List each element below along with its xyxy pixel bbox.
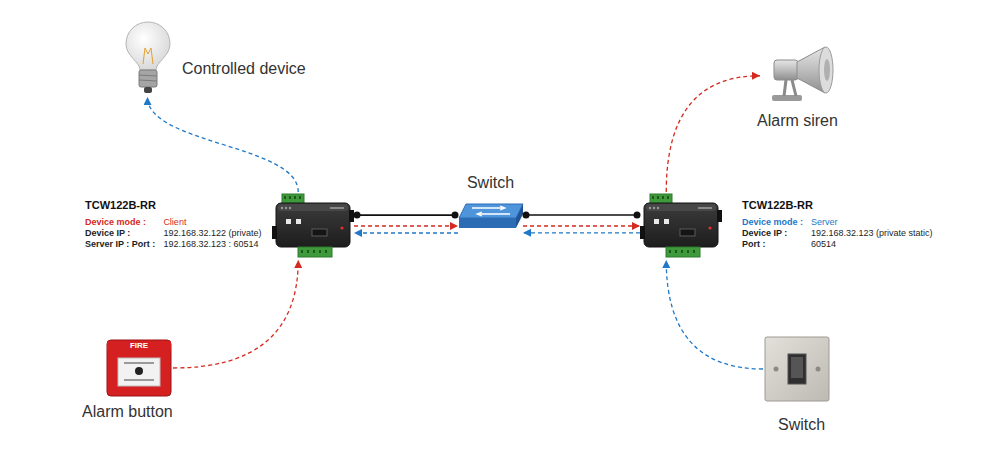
device-illustration <box>640 194 722 257</box>
field-value: 192.168.32.123 (private static) <box>811 228 933 238</box>
wall-switch-icon <box>765 337 829 401</box>
node-label: Switch <box>467 174 514 192</box>
field-name: Device mode : <box>85 217 146 227</box>
cable-end-dot <box>523 212 530 219</box>
server-device-node: TCW122B-RRDevice mode :ServerDevice IP :… <box>640 192 722 260</box>
field-value: 192.168.32.122 (private) <box>163 228 261 238</box>
connector-line <box>148 97 299 192</box>
signal-connector <box>666 76 760 192</box>
signal-connector <box>173 260 298 368</box>
connector-line <box>666 260 763 369</box>
field-value: 60514 <box>811 239 836 249</box>
node-label: Alarm button <box>82 403 173 421</box>
controlled-device-node: Controlled device <box>120 22 175 97</box>
device-illustration <box>272 194 354 257</box>
field-name: Port : <box>742 239 766 249</box>
connector-line <box>523 225 640 226</box>
wall-switch-node: Switch <box>763 335 831 403</box>
device-model-label: TCW122B-RR <box>742 199 813 212</box>
signal-connector <box>523 232 640 233</box>
connector-line <box>666 76 760 192</box>
field-name: Server IP : Port : <box>85 239 155 249</box>
fire-alarm-button-icon <box>107 340 171 396</box>
network-cable <box>523 212 641 219</box>
signal-connector <box>523 226 640 227</box>
light-bulb-icon <box>126 22 170 93</box>
cable-end-dot <box>354 212 361 219</box>
alarm-siren-icon <box>772 47 833 101</box>
field-value: Client <box>163 217 186 227</box>
cable-end-dot <box>634 212 641 219</box>
signal-connector <box>354 233 458 234</box>
node-label: Alarm siren <box>757 112 838 130</box>
connector-line <box>354 225 458 226</box>
field-name: Device IP : <box>742 228 787 238</box>
cable-end-dot <box>452 212 459 219</box>
network-switch-icon <box>459 204 523 228</box>
signal-connector <box>666 260 763 369</box>
field-value: 192.168.32.123 : 60514 <box>163 239 258 249</box>
connector-line <box>354 232 458 233</box>
device-model-label: TCW122B-RR <box>85 199 156 212</box>
network-cable <box>354 212 459 219</box>
fire-sign-text: FIRE <box>107 341 171 350</box>
connector-line <box>523 232 640 233</box>
field-value: Server <box>811 217 838 227</box>
alarm-siren-node: Alarm siren <box>760 40 838 105</box>
field-name: Device mode : <box>742 217 803 227</box>
field-name: Device IP : <box>85 228 130 238</box>
signal-connector <box>354 226 458 227</box>
connector-line <box>173 260 298 368</box>
network-switch-node: Switch <box>458 198 523 238</box>
signal-connector <box>148 97 299 192</box>
connector-line <box>523 214 640 216</box>
connector-line <box>354 214 458 216</box>
node-label: Controlled device <box>182 60 306 78</box>
node-label: Switch <box>778 416 825 434</box>
client-device-node: TCW122B-RRDevice mode :ClientDevice IP :… <box>272 192 354 260</box>
